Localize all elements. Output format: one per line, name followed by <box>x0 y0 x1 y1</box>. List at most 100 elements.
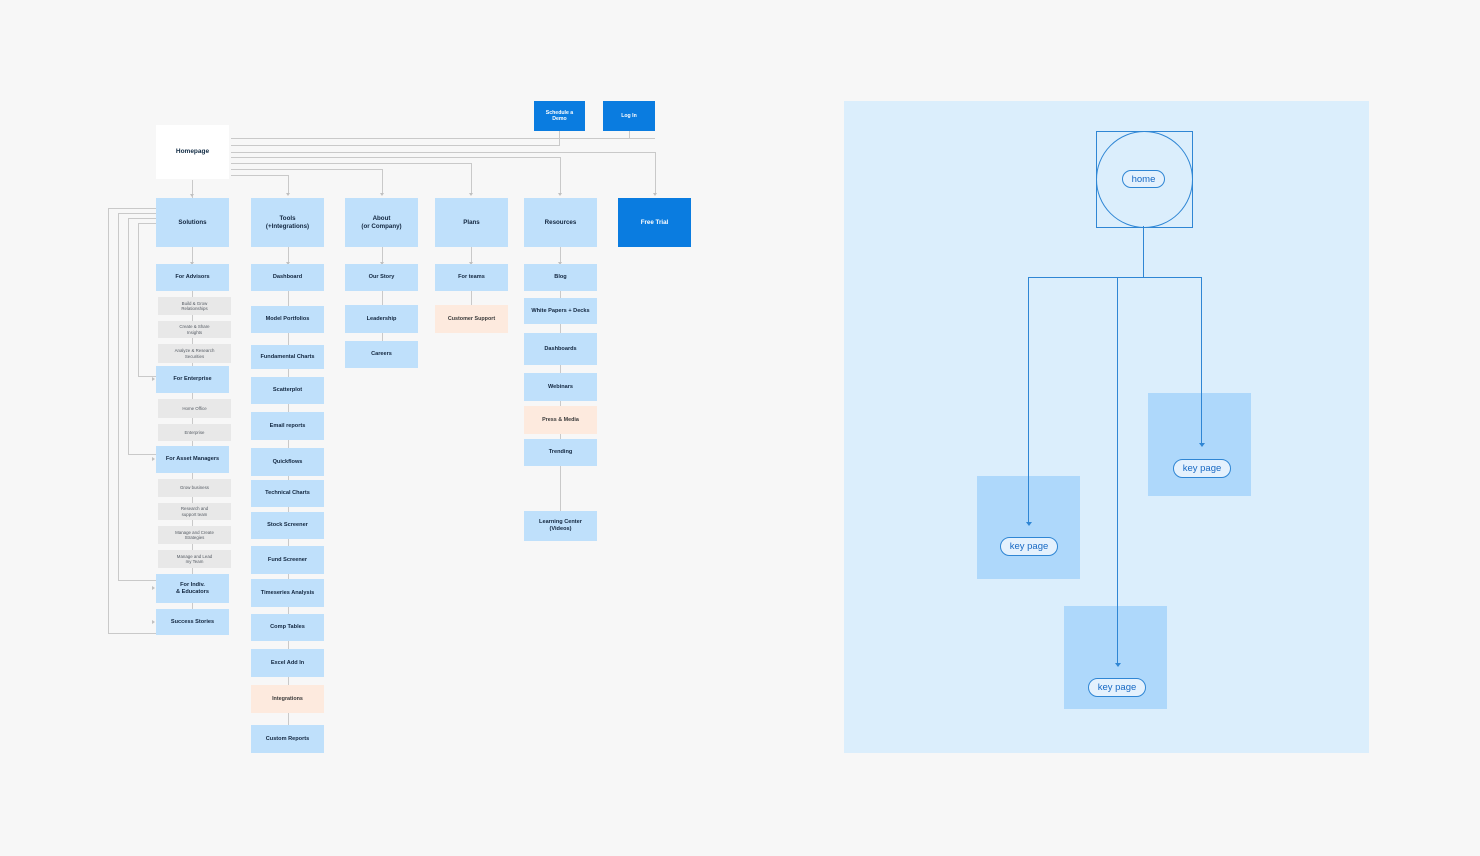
connector-chain-s13 <box>192 603 193 609</box>
key-page-pill-left[interactable]: key page <box>1000 537 1058 556</box>
arrow-key-page-right <box>1199 443 1205 447</box>
node-for-indiv-educators[interactable]: For Indiv. & Educators <box>156 574 229 603</box>
node-label: For Indiv. & Educators <box>176 581 209 595</box>
connector-chain-t2 <box>288 333 289 345</box>
arrow-about <box>380 193 384 196</box>
node-our-story[interactable]: Our Story <box>345 264 418 291</box>
node-technical-charts[interactable]: Technical Charts <box>251 480 324 507</box>
node-for-teams[interactable]: For teams <box>435 264 508 291</box>
node-leadership[interactable]: Leadership <box>345 305 418 333</box>
connector-v-tools <box>288 175 289 194</box>
node-press-media[interactable]: Press & Media <box>524 406 597 434</box>
node-trending[interactable]: Trending <box>524 439 597 466</box>
connector-h-login <box>629 138 655 139</box>
connector-chain-a1 <box>382 291 383 305</box>
node-scatterplot[interactable]: Scatterplot <box>251 377 324 404</box>
node-excel-add-in[interactable]: Excel Add In <box>251 649 324 677</box>
key-page-pill-middle[interactable]: key page <box>1088 678 1146 697</box>
connector-chain-s1 <box>192 291 193 297</box>
node-label: White Papers + Decks <box>531 307 590 314</box>
home-label: home <box>1131 173 1156 185</box>
button-label: Log In <box>621 112 637 119</box>
connector-chain-s5 <box>192 393 193 399</box>
node-stock-screener[interactable]: Stock Screener <box>251 512 324 539</box>
node-column-header-resources[interactable]: Resources <box>524 198 597 247</box>
arrow-tools <box>286 193 290 196</box>
node-label: Enterprise <box>184 429 205 435</box>
node-for-enterprise[interactable]: For Enterprise <box>156 366 229 393</box>
home-pill[interactable]: home <box>1122 170 1165 188</box>
node-home-office[interactable]: Home Office <box>158 399 231 418</box>
node-column-header-about[interactable]: About (or Company) <box>345 198 418 247</box>
connector-v-plans <box>471 163 472 194</box>
node-column-header-tools[interactable]: Tools (+Integrations) <box>251 198 324 247</box>
connector-route-d-top <box>138 223 156 224</box>
node-label: Solutions <box>178 218 207 226</box>
node-dashboards[interactable]: Dashboards <box>524 333 597 365</box>
node-label: Fund Screener <box>267 556 308 563</box>
connector-chain-s10 <box>192 520 193 526</box>
node-integrations[interactable]: Integrations <box>251 685 324 713</box>
arrow-success-stories <box>152 620 155 624</box>
connector-solutions-advisors <box>192 247 193 264</box>
node-manage-create-strategies[interactable]: Manage and Create Strategies <box>158 526 231 544</box>
node-model-portfolios[interactable]: Model Portfolios <box>251 306 324 333</box>
node-for-asset-managers[interactable]: For Asset Managers <box>156 446 229 473</box>
node-blog[interactable]: Blog <box>524 264 597 291</box>
connector-chain-r1 <box>560 291 561 298</box>
node-fundamental-charts[interactable]: Fundamental Charts <box>251 345 324 369</box>
node-manage-lead-my-team[interactable]: Manage and Lead my Team <box>158 550 231 568</box>
node-label: Press & Media <box>542 416 579 423</box>
node-homepage[interactable]: Homepage <box>156 125 229 179</box>
connector-chain-s7 <box>192 441 193 447</box>
node-white-papers-decks[interactable]: White Papers + Decks <box>524 298 597 324</box>
node-build-grow-relationships[interactable]: Build & Grow Relationships <box>158 297 231 315</box>
connector-v-resources <box>560 157 561 194</box>
key-page-pill-right[interactable]: key page <box>1173 459 1231 478</box>
connector-chain-s3 <box>192 338 193 344</box>
node-label: Timeseries Analysis <box>260 589 315 596</box>
connector-route-a-top <box>108 208 156 209</box>
connector-chain-t7 <box>288 507 289 512</box>
node-create-share-insights[interactable]: Create & Share Insights <box>158 321 231 338</box>
node-label: Analyze & Research Securities <box>174 348 215 359</box>
node-learning-center[interactable]: Learning Center (Videos) <box>524 511 597 541</box>
connector-chain-t8 <box>288 539 289 546</box>
connector-h-3 <box>231 152 655 153</box>
node-careers[interactable]: Careers <box>345 341 418 368</box>
node-research-support-team[interactable]: Research and support team <box>158 503 231 520</box>
connector-chain-s12 <box>192 568 193 574</box>
node-success-stories[interactable]: Success Stories <box>156 609 229 635</box>
node-email-reports[interactable]: Email reports <box>251 412 324 440</box>
node-dashboard[interactable]: Dashboard <box>251 264 324 291</box>
home-circle <box>1096 131 1193 228</box>
node-label: Integrations <box>272 695 303 702</box>
home-trunk <box>1143 226 1144 278</box>
node-fund-screener[interactable]: Fund Screener <box>251 546 324 574</box>
node-label: Success Stories <box>170 618 215 625</box>
arrow-for-teams <box>469 262 473 265</box>
button-log-in[interactable]: Log In <box>603 101 655 131</box>
node-quickflows[interactable]: Quickflows <box>251 448 324 476</box>
node-label: Tools (+Integrations) <box>265 214 310 230</box>
node-webinars[interactable]: Webinars <box>524 373 597 401</box>
branch-left <box>1028 277 1029 523</box>
arrow-advisors <box>190 262 194 265</box>
node-comp-tables[interactable]: Comp Tables <box>251 614 324 641</box>
connector-chain-t3 <box>288 369 289 377</box>
node-for-advisors[interactable]: For Advisors <box>156 264 229 291</box>
node-column-header-plans[interactable]: Plans <box>435 198 508 247</box>
node-column-header-solutions[interactable]: Solutions <box>156 198 229 247</box>
connector-chain-t12 <box>288 677 289 685</box>
arrow-indiv-educators <box>152 586 155 590</box>
node-customer-support[interactable]: Customer Support <box>435 305 508 333</box>
node-grow-business[interactable]: Grow business <box>158 479 231 497</box>
node-custom-reports[interactable]: Custom Reports <box>251 725 324 753</box>
node-label: Grow business <box>179 485 210 491</box>
node-timeseries-analysis[interactable]: Timeseries Analysis <box>251 579 324 607</box>
node-analyze-research-securities[interactable]: Analyze & Research Securities <box>158 344 231 363</box>
node-enterprise[interactable]: Enterprise <box>158 424 231 441</box>
button-schedule-demo[interactable]: Schedule a Demo <box>534 101 585 131</box>
node-column-header-free-trial[interactable]: Free Trial <box>618 198 691 247</box>
node-label: For Enterprise <box>173 376 212 382</box>
